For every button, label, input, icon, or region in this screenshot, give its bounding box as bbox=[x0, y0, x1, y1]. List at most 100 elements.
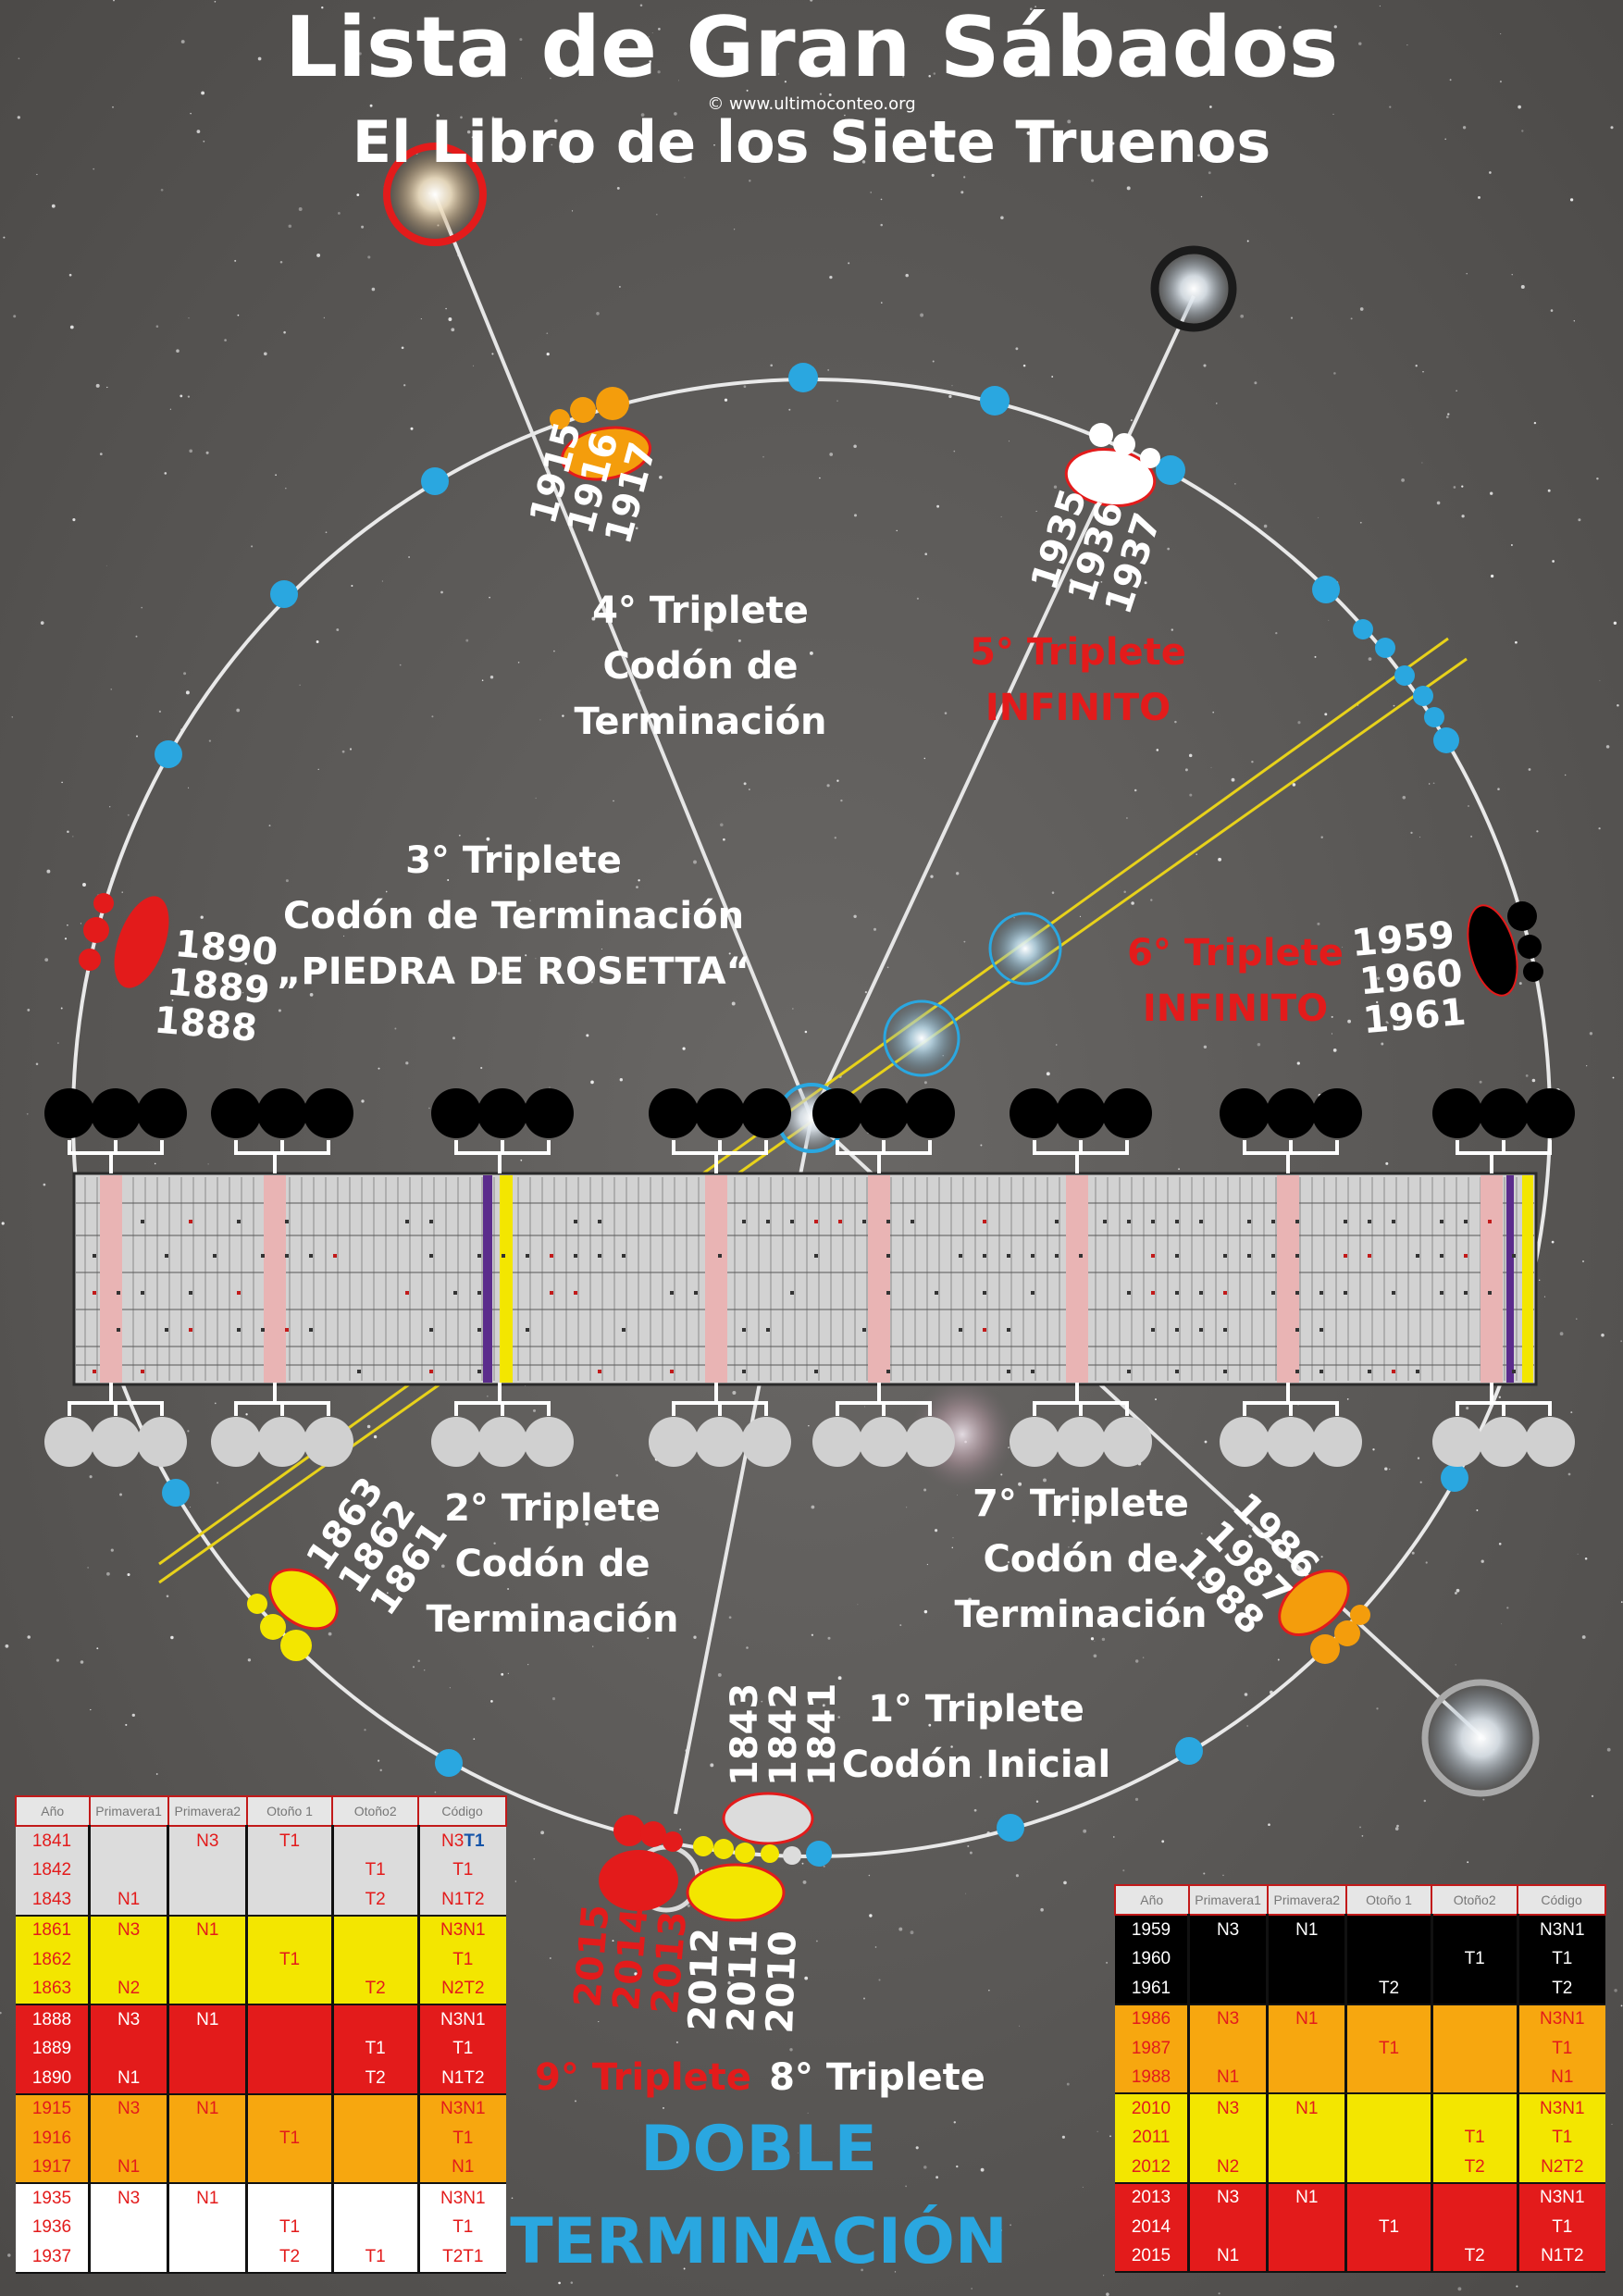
star bbox=[550, 77, 551, 80]
star bbox=[119, 1493, 122, 1496]
star bbox=[573, 64, 575, 66]
star bbox=[466, 130, 471, 134]
cell-text: T2 bbox=[1464, 2246, 1485, 2266]
cell-code: T2T1 bbox=[416, 2242, 506, 2274]
star bbox=[183, 672, 187, 676]
star bbox=[1072, 1519, 1076, 1523]
star bbox=[1612, 1076, 1615, 1079]
star bbox=[529, 900, 531, 901]
star bbox=[1479, 1080, 1482, 1084]
strip-mark bbox=[1488, 1220, 1492, 1223]
terminacion-label: TERMINACIÓN bbox=[510, 2204, 1008, 2278]
star bbox=[1063, 1880, 1067, 1885]
star bbox=[237, 314, 240, 316]
star bbox=[1320, 836, 1323, 839]
star bbox=[1106, 1961, 1109, 1964]
strip-mark bbox=[117, 1291, 120, 1295]
star bbox=[840, 799, 843, 802]
star bbox=[190, 112, 192, 115]
star bbox=[1067, 119, 1072, 124]
cell-text: T1 bbox=[279, 1949, 301, 1969]
page-subtitle: El Libro de los Siete Truenos bbox=[353, 108, 1271, 176]
strip-mark bbox=[477, 1328, 481, 1332]
strip-mark bbox=[790, 1220, 794, 1223]
star bbox=[784, 81, 787, 83]
star bbox=[602, 1627, 605, 1631]
cell-o1 bbox=[245, 2093, 333, 2124]
cell-text: T1 bbox=[1552, 2128, 1573, 2148]
star bbox=[535, 958, 537, 960]
star bbox=[1490, 574, 1494, 578]
star bbox=[440, 590, 443, 594]
cell-text: 1937 bbox=[31, 2246, 72, 2266]
strip-mark bbox=[117, 1328, 120, 1332]
star bbox=[639, 4, 643, 7]
strip-mark bbox=[1031, 1370, 1035, 1373]
star bbox=[1500, 33, 1502, 35]
star bbox=[1094, 1640, 1096, 1642]
strip-highlight-column bbox=[1277, 1175, 1299, 1383]
star bbox=[956, 2165, 959, 2168]
star bbox=[325, 531, 328, 534]
cell-o2 bbox=[1430, 2182, 1518, 2213]
star bbox=[700, 1868, 703, 1872]
strip-mark bbox=[862, 1220, 866, 1223]
cell-o2 bbox=[1430, 1974, 1518, 2005]
star bbox=[1203, 1872, 1206, 1875]
star bbox=[613, 800, 614, 802]
star bbox=[965, 1893, 967, 1894]
star bbox=[309, 993, 314, 997]
star bbox=[1268, 1823, 1270, 1826]
star bbox=[649, 60, 652, 63]
cell-text: N3 bbox=[117, 2009, 141, 2029]
cell-text: 2015 bbox=[1131, 2246, 1171, 2266]
cell-p1: N2 bbox=[87, 1974, 168, 2005]
strip-mark bbox=[165, 1254, 168, 1258]
col-primavera1: Primavera1 bbox=[88, 1795, 169, 1827]
cell-o2 bbox=[330, 1915, 419, 1945]
star bbox=[924, 552, 928, 556]
cell-year: 1915 bbox=[16, 2093, 90, 2124]
cell-text: 2011 bbox=[1132, 2128, 1171, 2148]
strip-mark bbox=[285, 1254, 289, 1258]
star bbox=[815, 1940, 818, 1942]
star bbox=[1481, 1559, 1484, 1563]
star bbox=[936, 504, 940, 508]
strip-mark bbox=[1271, 1220, 1275, 1223]
star bbox=[1177, 1620, 1181, 1623]
star bbox=[717, 1672, 722, 1677]
star bbox=[932, 360, 935, 363]
star bbox=[1275, 631, 1278, 635]
cell-text: N3 bbox=[1216, 2009, 1240, 2029]
strip-mark bbox=[983, 1254, 986, 1258]
star bbox=[1070, 1565, 1073, 1568]
star bbox=[1436, 501, 1441, 505]
star bbox=[481, 679, 484, 681]
star bbox=[1069, 136, 1072, 139]
cell-text: N3 bbox=[117, 2188, 141, 2208]
cell-p2 bbox=[167, 2242, 247, 2274]
star bbox=[1167, 547, 1171, 551]
star bbox=[777, 73, 780, 75]
star bbox=[46, 869, 51, 874]
cell-text: N1 bbox=[117, 2067, 141, 2088]
star bbox=[848, 262, 850, 265]
star bbox=[321, 6, 324, 9]
cell-o2 bbox=[330, 2124, 419, 2153]
star bbox=[1578, 518, 1581, 522]
strip-mark bbox=[309, 1254, 313, 1258]
star bbox=[1222, 1874, 1224, 1877]
cell-year: 1863 bbox=[16, 1974, 90, 2005]
strip-mark bbox=[574, 1291, 577, 1295]
star bbox=[166, 1595, 169, 1598]
star bbox=[127, 813, 130, 816]
cell-p2 bbox=[1266, 2241, 1346, 2273]
star bbox=[1333, 372, 1336, 375]
star bbox=[341, 750, 345, 753]
star bbox=[1606, 1747, 1611, 1752]
cell-text: N3 bbox=[196, 1831, 219, 1851]
strip-mark bbox=[237, 1220, 241, 1223]
